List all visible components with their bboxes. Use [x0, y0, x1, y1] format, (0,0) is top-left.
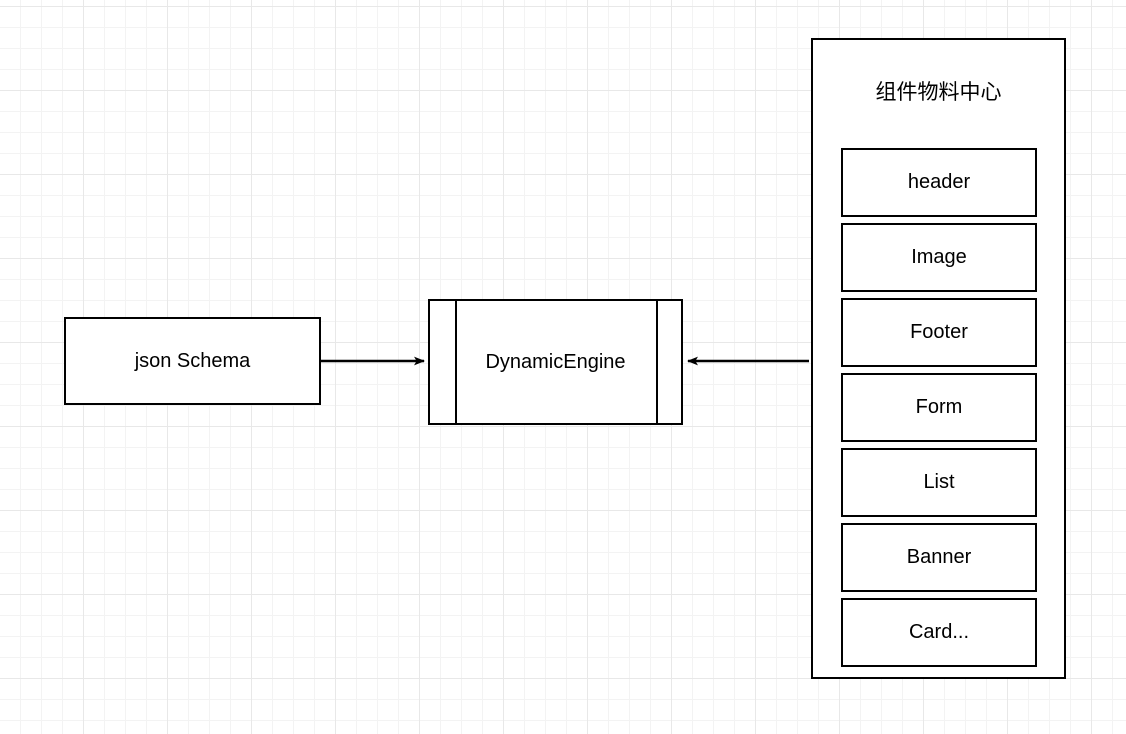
container-material-center[interactable]: 组件物料中心 header Image Footer Form List Ban…	[811, 38, 1066, 679]
component-item-label: header	[907, 171, 971, 193]
subprocess-divider-left	[455, 301, 457, 423]
subprocess-divider-right	[656, 301, 658, 423]
material-center-item-list: header Image Footer Form List Banner Car…	[841, 148, 1037, 667]
component-item-list[interactable]: List	[841, 448, 1037, 517]
component-item-label: Banner	[906, 546, 972, 568]
component-item-label: Footer	[910, 321, 968, 343]
node-dynamic-engine-label: DynamicEngine	[485, 351, 626, 373]
component-item-label: Form	[915, 396, 963, 418]
component-item-label: Card...	[908, 621, 970, 643]
component-item-label: Image	[911, 246, 967, 268]
component-item-image[interactable]: Image	[841, 223, 1037, 292]
component-item-label: List	[923, 471, 955, 493]
node-dynamic-engine[interactable]: DynamicEngine	[428, 299, 683, 425]
node-json-schema-label: json Schema	[134, 350, 251, 372]
component-item-form[interactable]: Form	[841, 373, 1037, 442]
component-item-banner[interactable]: Banner	[841, 523, 1037, 592]
component-item-header[interactable]: header	[841, 148, 1037, 217]
component-item-footer[interactable]: Footer	[841, 298, 1037, 367]
node-json-schema[interactable]: json Schema	[64, 317, 321, 405]
component-item-card[interactable]: Card...	[841, 598, 1037, 667]
material-center-title: 组件物料中心	[875, 81, 1002, 104]
